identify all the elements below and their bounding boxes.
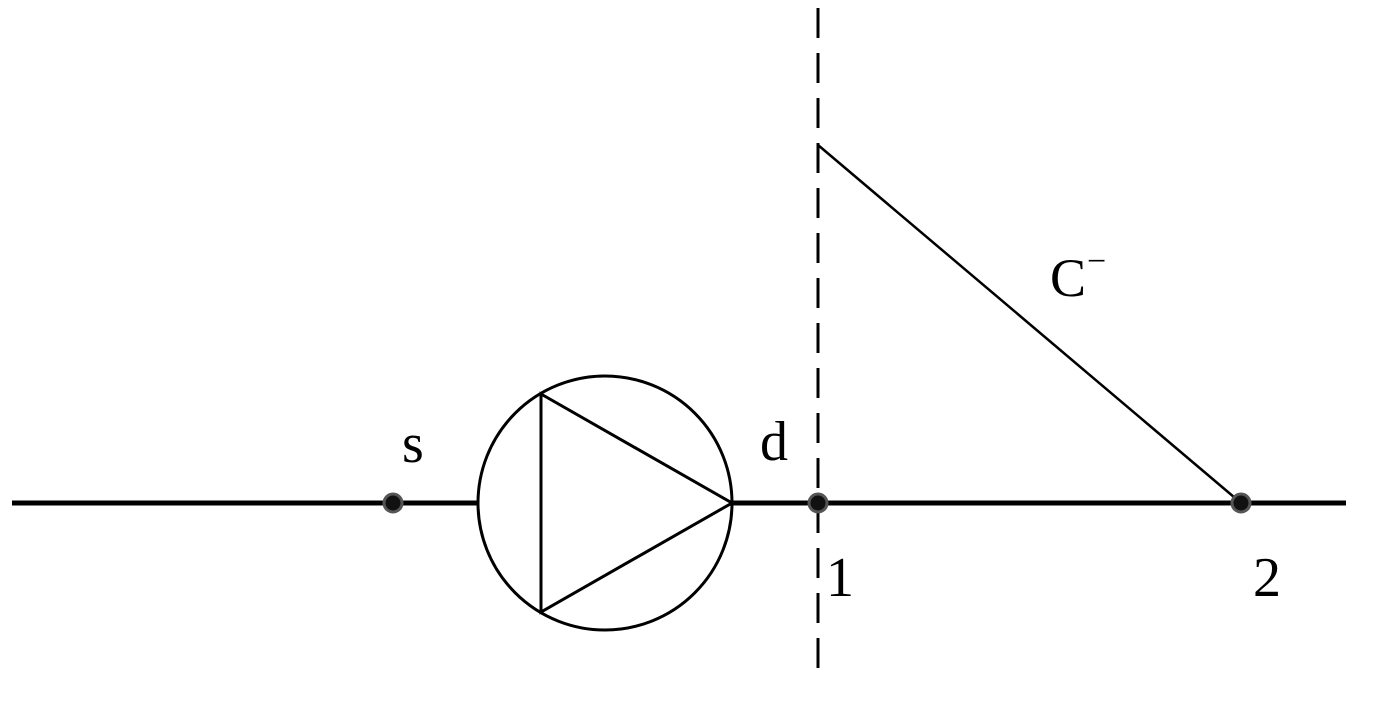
label-discharge: d [760,411,788,473]
node-1 [807,492,829,514]
label-node-2: 2 [1253,547,1281,609]
pump-direction-triangle [539,391,736,615]
characteristic-line-c-minus [816,143,1242,504]
label-node-1: 1 [826,547,854,609]
nodes [382,492,1252,514]
pump-symbol [476,374,736,632]
node-suction [382,492,404,514]
label-characteristic: C [1050,248,1086,308]
label-suction: s [402,413,424,475]
label-characteristic-sup: − [1087,243,1106,280]
node-2 [1230,492,1252,514]
pump-casing-circle [476,374,734,632]
